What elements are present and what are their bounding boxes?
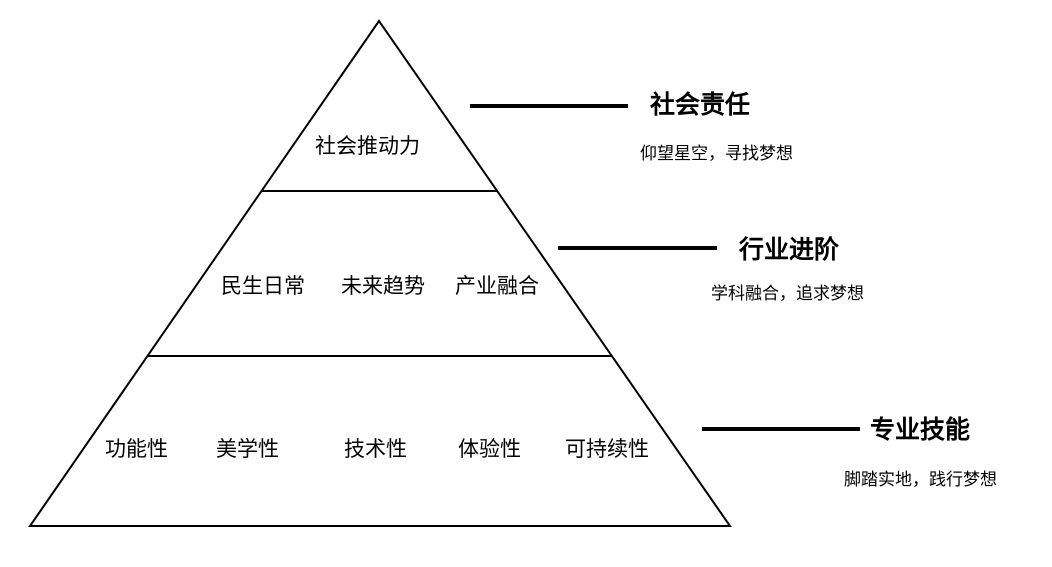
side-title-skills: 专业技能: [870, 415, 971, 444]
side-title-industry: 行业进阶: [739, 235, 840, 264]
tier-top-label: 社会推动力: [315, 134, 420, 158]
connector-line-skills: [702, 427, 860, 431]
tier-bottom-label: 体验性: [458, 437, 521, 461]
tier-bottom-label: 功能性: [105, 437, 168, 461]
side-subtitle-skills: 脚踏实地，践行梦想: [844, 470, 997, 490]
tier-bottom-label: 技术性: [344, 437, 407, 461]
connector-line-industry: [558, 246, 717, 250]
pyramid-outline: [28, 19, 732, 527]
tier-bottom-label: 可持续性: [565, 437, 649, 461]
side-title-social: 社会责任: [650, 90, 751, 119]
side-subtitle-social: 仰望星空，寻找梦想: [640, 144, 793, 164]
tier-middle-label: 未来趋势: [341, 274, 425, 298]
tier-middle-label: 产业融合: [455, 274, 539, 298]
side-subtitle-industry: 学科融合，追求梦想: [711, 284, 864, 304]
connector-line-social: [470, 104, 628, 108]
tier-middle-label: 民生日常: [221, 274, 305, 298]
tier-bottom-label: 美学性: [216, 437, 279, 461]
